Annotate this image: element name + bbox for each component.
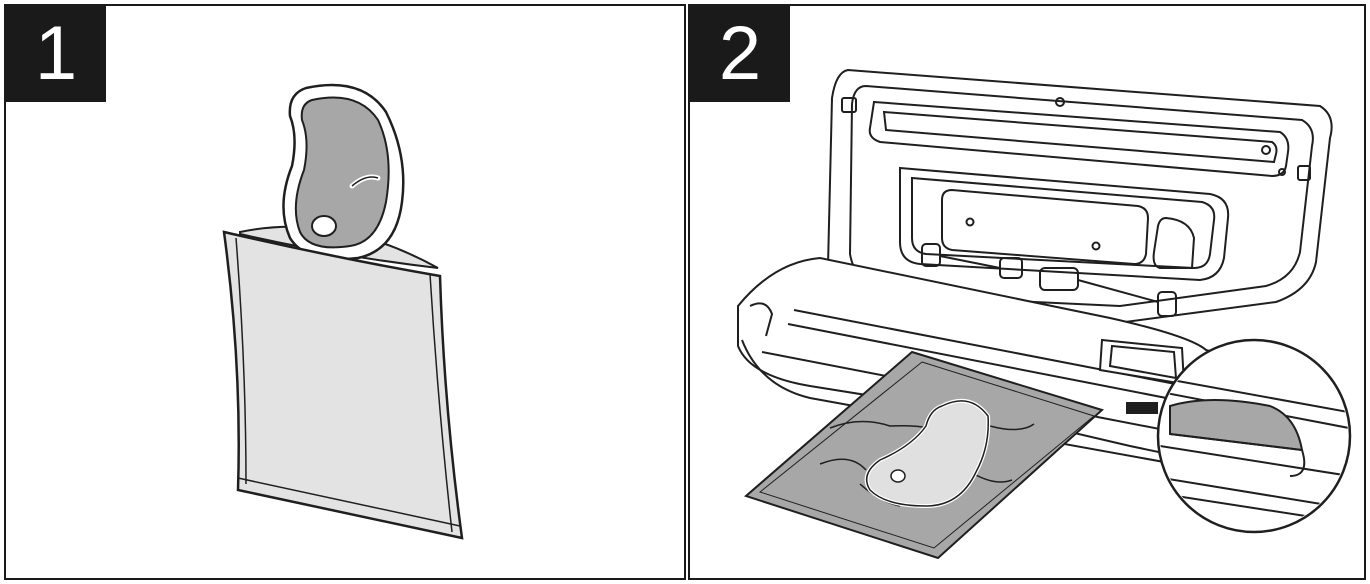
steak-bag-illustration (222, 83, 464, 540)
magnifier-detail-icon (1156, 338, 1352, 534)
step-1-panel: 1 (4, 4, 686, 580)
step-2-badge: 2 (690, 6, 790, 102)
steak-icon (282, 83, 405, 261)
vacuum-bag-icon (222, 230, 464, 540)
step-1-badge: 1 (6, 6, 106, 102)
vacuum-sealer-illustration (737, 68, 1352, 560)
step-2-panel: 2 (688, 4, 1366, 580)
sealed-bag-icon (744, 350, 1158, 560)
